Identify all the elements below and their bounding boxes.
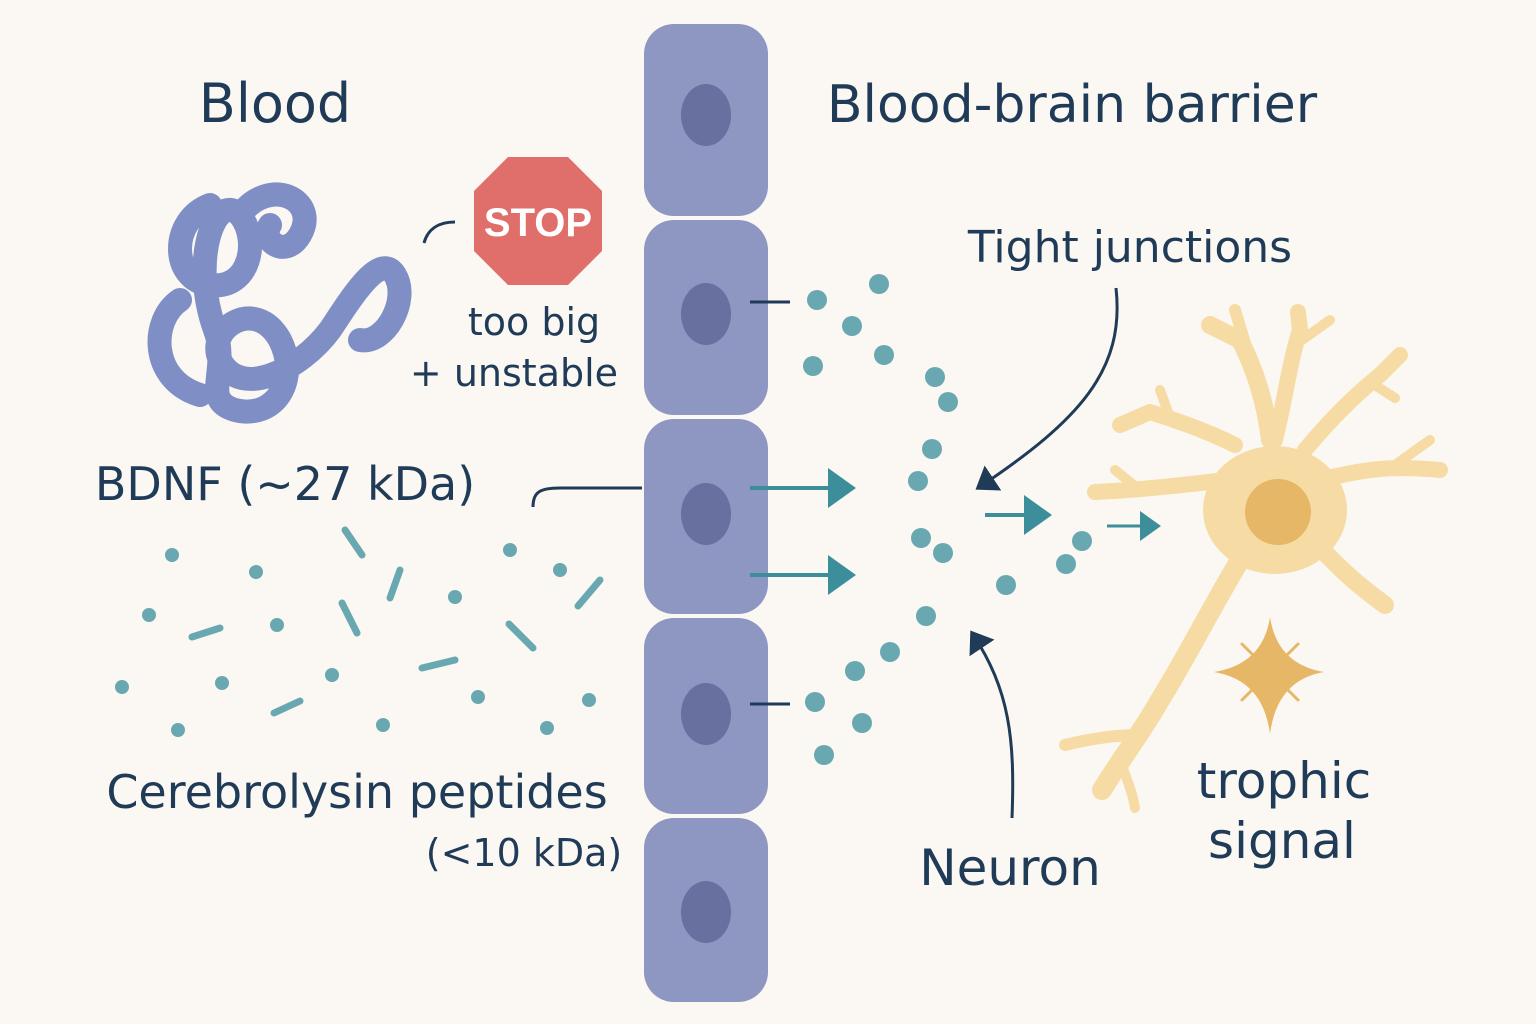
stop-sign-icon: STOP: [474, 157, 602, 285]
peptide-dot: [996, 575, 1016, 595]
peptide-dot: [325, 668, 339, 682]
tight-junctions-pointer: [975, 287, 1119, 491]
transport-arrows: [750, 468, 1161, 595]
bdnf-pointer-line: [531, 486, 642, 508]
peptide-dot: [142, 608, 156, 622]
peptide-dot: [933, 543, 953, 563]
cell-nucleus: [681, 483, 731, 545]
endothelial-cell: [644, 618, 768, 814]
neuron-nucleus: [1245, 479, 1311, 545]
peptide-dot: [115, 680, 129, 694]
peptide-dot: [908, 471, 928, 491]
stop-sign-text: STOP: [484, 201, 592, 245]
cell-nucleus: [681, 84, 731, 146]
cerebrolysin-label: Cerebrolysin peptides: [106, 765, 607, 819]
peptide-dot: [448, 590, 462, 604]
barrier-title: Blood-brain barrier: [827, 75, 1318, 135]
peptide-dot: [540, 721, 554, 735]
neuron-cell: [1059, 304, 1448, 813]
peptide-dot: [376, 718, 390, 732]
peptide-dot: [805, 692, 825, 712]
peptide-dot: [814, 745, 834, 765]
blood-title: Blood: [199, 72, 351, 135]
peptide-dot: [503, 543, 517, 557]
blood-peptide-chains: [188, 526, 604, 717]
barrier-cell-column: [644, 24, 768, 1002]
peptide-dot: [1072, 531, 1092, 551]
peptide-dot: [553, 563, 567, 577]
neuron-pointer: [969, 630, 1015, 819]
cell-nucleus: [681, 683, 731, 745]
peptide-chain: [338, 599, 361, 637]
peptide-dot: [471, 690, 485, 704]
unstable-label: + unstable: [410, 351, 618, 395]
endothelial-cell: [644, 24, 768, 216]
peptide-dot: [165, 548, 179, 562]
peptide-dot: [925, 367, 945, 387]
bdnf-label: BDNF (~27 kDa): [95, 457, 475, 511]
peptide-dot: [880, 642, 900, 662]
peptide-dot: [171, 723, 185, 737]
peptide-chain: [418, 656, 459, 672]
peptide-dot: [803, 356, 823, 376]
trophic-label: trophic: [1197, 752, 1371, 810]
peptide-chain: [505, 620, 537, 652]
too-big-label: too big: [468, 300, 600, 344]
peptide-dot: [215, 676, 229, 690]
peptide-chain: [574, 576, 604, 610]
neuron-label: Neuron: [919, 839, 1101, 897]
peptide-dot: [807, 290, 827, 310]
peptide-dot: [869, 274, 889, 294]
endothelial-cell: [644, 818, 768, 1002]
peptide-dot: [874, 345, 894, 365]
peptide-dot: [1056, 554, 1076, 574]
sparkle-icon: [1214, 617, 1324, 734]
peptide-chain: [386, 566, 404, 602]
peptide-dot: [916, 606, 936, 626]
peptide-chain: [188, 624, 224, 641]
cell-tick-lines: [750, 300, 790, 706]
peptide-dot: [249, 565, 263, 579]
peptide-dot: [582, 693, 596, 707]
peptide-dot: [845, 661, 865, 681]
endothelial-cell: [644, 220, 768, 415]
peptide-dot: [852, 713, 872, 733]
peptide-dot: [938, 392, 958, 412]
peptide-chain: [270, 697, 304, 717]
peptide-dot: [842, 316, 862, 336]
stop-leader-line: [422, 220, 456, 244]
endothelial-cell: [644, 419, 768, 614]
signal-label: signal: [1208, 812, 1356, 870]
peptide-dot: [270, 618, 284, 632]
blood-peptide-dots: [115, 543, 596, 737]
neuron-dendrites: [1059, 304, 1448, 813]
tight-junctions-label: Tight junctions: [967, 222, 1292, 273]
peptide-chain: [341, 526, 366, 559]
cell-nucleus: [681, 881, 731, 943]
bdnf-protein-coil: [147, 182, 412, 424]
peptide-dot: [922, 439, 942, 459]
cerebrolysin-size-label: (<10 kDa): [426, 831, 622, 875]
cell-nucleus: [681, 283, 731, 345]
brain-peptide-dots: [803, 274, 1092, 765]
peptide-dot: [911, 528, 931, 548]
